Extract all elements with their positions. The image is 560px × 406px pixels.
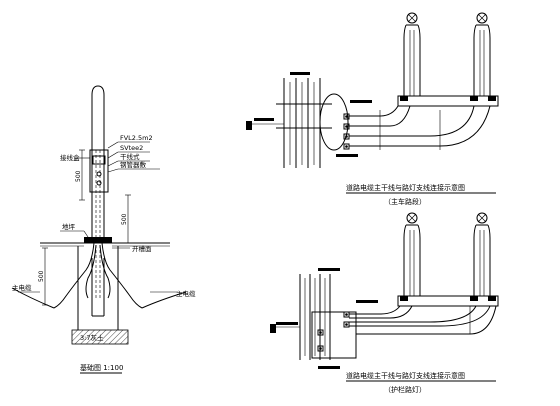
lamp-base-beam xyxy=(397,95,499,107)
cable-left-label: 主电缆 xyxy=(12,283,32,292)
connection-diagram-top: 道路电缆主干线与路灯支线连接示意图 （主车路段） xyxy=(246,12,499,206)
main-cable-left xyxy=(11,287,55,309)
foundation-label: 3:7灰土 xyxy=(80,333,104,342)
diagram-bottom-title: 道路电缆主干线与路灯支线连接示意图 xyxy=(346,371,465,380)
lamp-pole-1 xyxy=(403,12,421,96)
lamp-pole-2 xyxy=(473,212,491,296)
foundation-title: 基础图 1:100 xyxy=(80,363,123,372)
dim-lower: 500 xyxy=(38,270,45,282)
lamp-base-beam xyxy=(397,295,499,307)
lamp-icon xyxy=(406,212,418,224)
diagram-top-subtitle: （主车路段） xyxy=(384,197,426,206)
trench-label: 开槽面 xyxy=(132,244,152,253)
foundation-base xyxy=(71,329,129,345)
lamp-pole-2 xyxy=(473,12,491,96)
lamp-fuse-label: 钢管器敷 xyxy=(120,160,147,169)
lamp-icon xyxy=(406,12,418,24)
pole-top xyxy=(91,85,105,96)
connection-diagram-bottom: 道路电缆主干线与路灯支线连接示意图 （护栏路灯） xyxy=(270,212,499,394)
cable-sleeve xyxy=(319,93,349,151)
main-cable-right xyxy=(141,291,187,309)
dim-upper: 500 xyxy=(75,170,82,182)
fuse-label: 干线式 xyxy=(120,152,140,161)
ground-label: 地坪 xyxy=(62,222,76,231)
base-plate xyxy=(84,237,112,243)
lamp-icon xyxy=(476,12,488,24)
diagram-top-title: 道路电缆主干线与路灯支线连接示意图 xyxy=(346,183,465,192)
dim-middle: 500 xyxy=(121,213,128,225)
lamp-icon xyxy=(476,212,488,224)
diagram-bottom-subtitle: （护栏路灯） xyxy=(384,385,426,394)
distribution-box xyxy=(311,311,357,359)
pole-foundation-detail: FVL2.5m2 SVtee2 干线式 钢管器敷 接线盒 500 500 地坪 … xyxy=(11,85,196,374)
cable-spec-1: FVL2.5m2 xyxy=(120,134,153,142)
lamp-pole-1 xyxy=(403,212,421,296)
cable-spec-2: SVtee2 xyxy=(120,144,143,152)
junction-box-label: 接线盒 xyxy=(60,153,80,162)
cable-right-label: 主电缆 xyxy=(176,289,196,298)
